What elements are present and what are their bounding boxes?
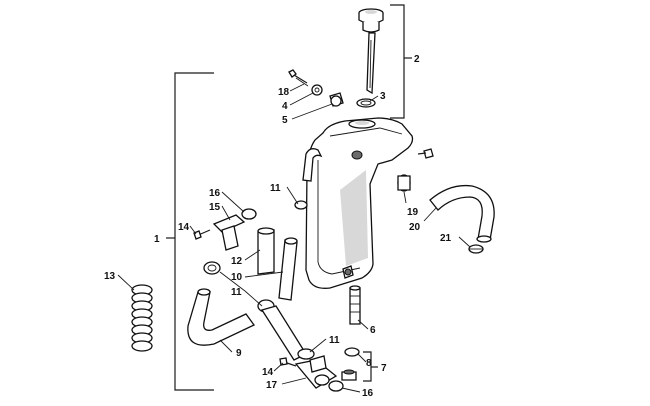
clamp-part-11-tank — [294, 200, 308, 210]
callout-labels: 1 2 3 4 5 6 7 8 9 10 11 11 11 12 13 14 1… — [104, 54, 452, 399]
bracket-assembly-1 — [166, 72, 214, 391]
callout-16-upper: 16 — [209, 188, 221, 199]
stacked-rings-part-13 — [131, 284, 153, 352]
callout-15: 15 — [209, 202, 221, 213]
hose-clamp-part-19 — [397, 174, 411, 192]
callout-14-lower: 14 — [262, 367, 274, 378]
callout-11-left: 11 — [231, 287, 242, 298]
callout-6: 6 — [370, 325, 376, 336]
callout-21: 21 — [440, 233, 452, 244]
o-ring-part-8 — [344, 347, 360, 357]
clamp-part-11-left — [203, 261, 221, 275]
washer-part-4 — [311, 84, 323, 96]
bolt-part-14-lower — [279, 357, 297, 367]
o-ring-part-3 — [356, 98, 376, 108]
hose-part-9 — [187, 288, 307, 361]
bolt-part-14-upper — [193, 229, 211, 240]
dipstick-rod-part — [366, 32, 376, 95]
gasket-part-16-lower — [328, 380, 344, 392]
callout-16-lower: 16 — [362, 388, 374, 399]
callout-4: 4 — [282, 101, 288, 112]
flange-fitting-part-17 — [294, 355, 338, 389]
callout-19: 19 — [407, 207, 419, 218]
oil-tank-part — [302, 117, 434, 289]
grommet-part-5 — [329, 92, 344, 107]
leader-lines — [117, 83, 471, 393]
callout-13: 13 — [104, 271, 116, 282]
bolt-part-18 — [288, 69, 309, 87]
callout-20: 20 — [409, 222, 421, 233]
gasket-part-16-upper — [241, 208, 257, 220]
clamp-part-21 — [468, 244, 484, 254]
callout-1: 1 — [154, 234, 160, 245]
flange-fitting-part-15 — [212, 214, 246, 251]
callout-12: 12 — [231, 256, 243, 267]
callout-11-bottom: 11 — [329, 335, 340, 346]
callout-17: 17 — [266, 380, 278, 391]
bracket-assembly-7 — [363, 351, 378, 382]
filter-screen-part-6 — [349, 285, 361, 325]
callout-5: 5 — [282, 115, 288, 126]
drain-plug-part-7 — [341, 369, 357, 381]
callout-3: 3 — [380, 91, 386, 102]
bracket-assembly-2 — [390, 4, 412, 119]
elbow-hose-part-20 — [429, 184, 495, 243]
dipstick-cap-part — [358, 8, 384, 33]
hose-part-12 — [257, 227, 275, 275]
callout-9: 9 — [236, 348, 242, 359]
callout-2: 2 — [414, 54, 420, 65]
callout-18: 18 — [278, 87, 290, 98]
callout-10: 10 — [231, 272, 243, 283]
hose-part-10 — [278, 237, 298, 301]
callout-11-tank: 11 — [270, 183, 281, 194]
callout-14-upper: 14 — [178, 222, 190, 233]
callout-7: 7 — [381, 363, 387, 374]
callout-8: 8 — [366, 358, 372, 369]
